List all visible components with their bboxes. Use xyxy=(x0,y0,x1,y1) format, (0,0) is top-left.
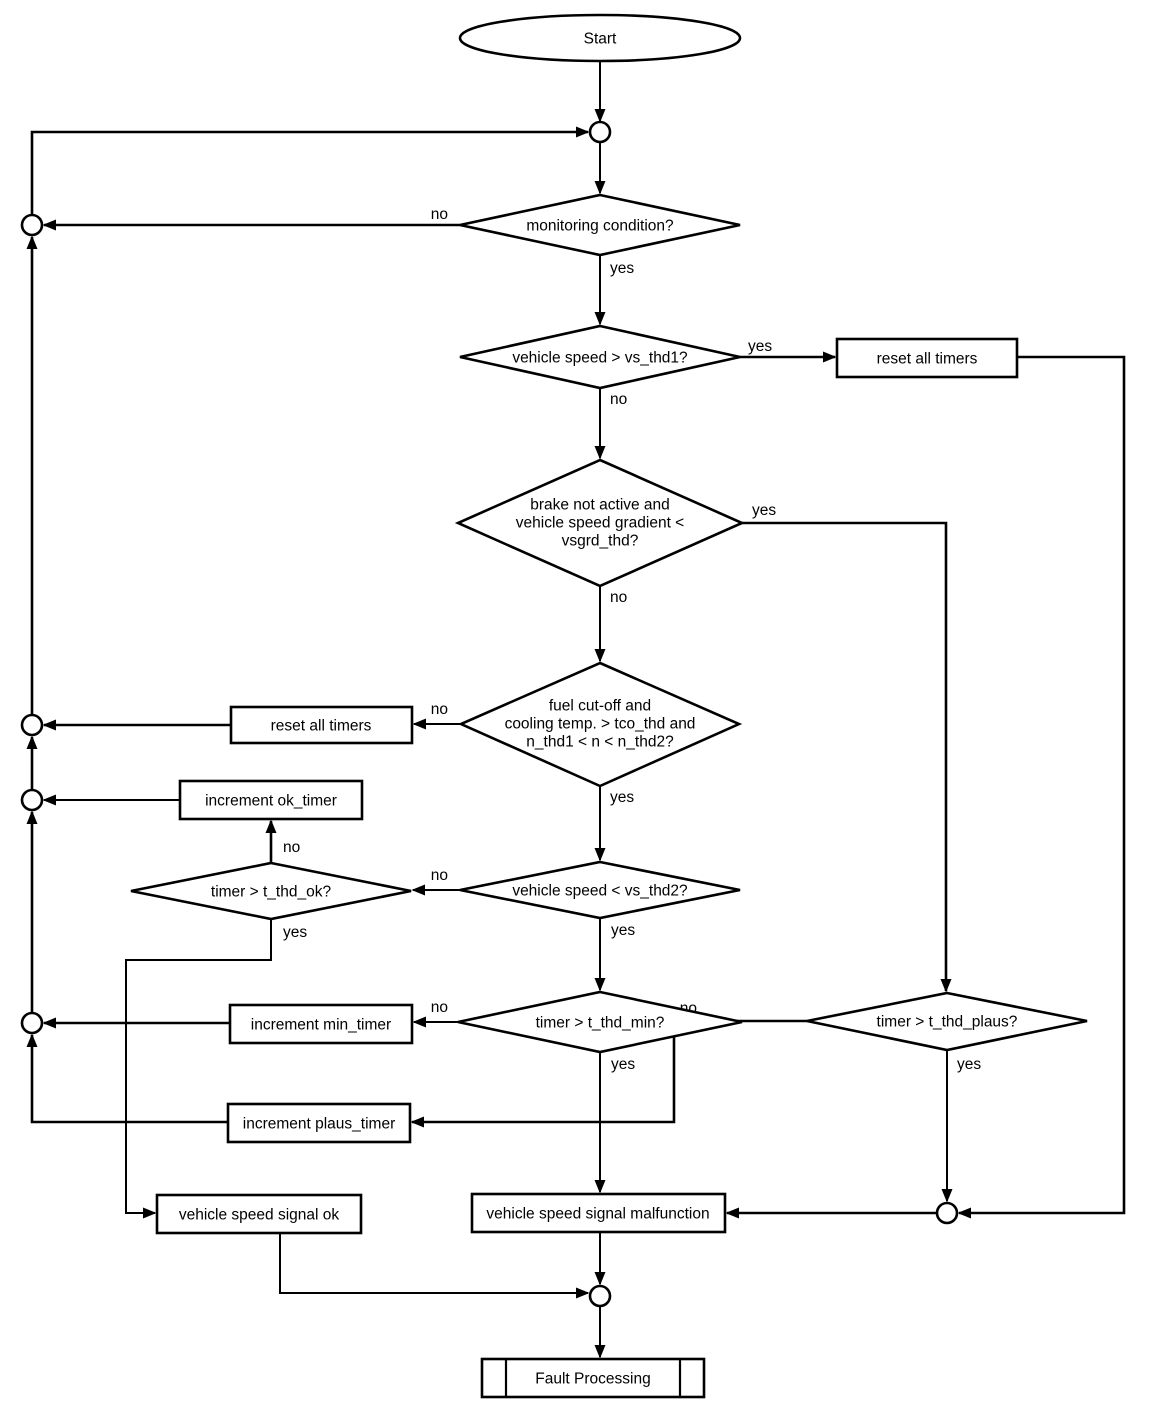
node-vehicle-speed-gt-vsthd1: vehicle speed > vs_thd1? xyxy=(459,324,741,390)
junction-right xyxy=(935,1201,959,1225)
node-vehicle-speed-signal-ok: vehicle speed signal ok xyxy=(155,1193,363,1235)
label-tthdplaus-yes: yes xyxy=(957,1056,981,1073)
inc-ok-label: increment ok_timer xyxy=(205,793,337,810)
junction-left-3 xyxy=(20,788,44,812)
fault-processing-label: Fault Processing xyxy=(535,1371,650,1388)
tthdmin-decision-shape xyxy=(457,990,743,1054)
node-increment-min-timer: increment min_timer xyxy=(228,1003,414,1045)
node-monitoring-condition: monitoring condition? xyxy=(459,193,741,257)
start-terminator-shape xyxy=(458,13,742,63)
reset-left-process-shape xyxy=(229,705,414,745)
tthdok-label: timer > t_thd_ok? xyxy=(211,884,332,901)
vsthd1-decision-shape xyxy=(459,324,741,390)
brake-label-line2: vehicle speed gradient < xyxy=(516,515,684,532)
inc-ok-process-shape xyxy=(178,779,364,821)
label-tthdok-yes: yes xyxy=(283,924,307,941)
edge-incplaus-to-junction xyxy=(26,1033,228,1124)
signal-ok-label: vehicle speed signal ok xyxy=(179,1207,340,1224)
fuel-label-line3: n_thd1 < n < n_thd2? xyxy=(526,734,674,751)
signal-malfunction-label: vehicle speed signal malfunction xyxy=(486,1206,709,1223)
junction-top xyxy=(588,120,612,144)
node-vehicle-speed-lt-vsthd2: vehicle speed < vs_thd2? xyxy=(459,860,741,920)
reset-right-label: reset all timers xyxy=(877,351,978,368)
edge-reset-right-to-junction-right xyxy=(957,355,1126,1219)
label-vsthd2-yes: yes xyxy=(611,922,635,939)
label-tthdmin-no: no xyxy=(431,999,448,1016)
label-tthdok-no: no xyxy=(283,839,300,856)
inc-min-process-shape xyxy=(228,1003,414,1045)
signal-malfunction-process-shape xyxy=(470,1192,727,1234)
fuel-label-line1: fuel cut-off and xyxy=(549,698,651,715)
signal-ok-process-shape xyxy=(155,1193,363,1235)
junction-left-2 xyxy=(20,713,44,737)
junction-left-1 xyxy=(20,213,44,237)
tthdmin-label: timer > t_thd_min? xyxy=(536,1015,665,1032)
label-vsthd2-no: no xyxy=(431,867,448,884)
node-timer-gt-tthdplaus: timer > t_thd_plaus? xyxy=(806,991,1088,1052)
node-reset-all-timers-left: reset all timers xyxy=(229,705,414,745)
reset-left-label: reset all timers xyxy=(271,718,372,735)
vsthd1-label: vehicle speed > vs_thd1? xyxy=(512,350,688,367)
label-tthdmin-yes: yes xyxy=(611,1056,635,1073)
start-label: Start xyxy=(584,31,617,48)
node-vehicle-speed-signal-malfunction: vehicle speed signal malfunction xyxy=(470,1192,727,1234)
label-brake-yes: yes xyxy=(752,502,776,519)
fault-processing-shape xyxy=(480,1357,706,1399)
junction-bottom xyxy=(588,1284,612,1308)
label-monitoring-yes: yes xyxy=(610,260,634,277)
node-fuel-cutoff: fuel cut-off and cooling temp. > tco_thd… xyxy=(457,661,743,788)
brake-label-line1: brake not active and xyxy=(530,497,670,514)
inc-plaus-label: increment plaus_timer xyxy=(243,1116,395,1133)
label-monitoring-no: no xyxy=(431,206,448,223)
node-increment-plaus-timer: increment plaus_timer xyxy=(226,1102,412,1144)
label-vsthd1-yes: yes xyxy=(748,338,772,355)
edge-brake-yes xyxy=(742,521,952,993)
inc-plaus-process-shape xyxy=(226,1102,412,1144)
tthdok-decision-shape xyxy=(130,861,412,921)
label-brake-no: no xyxy=(610,589,627,606)
edge-signalok-to-junction-bottom xyxy=(279,1233,590,1299)
edge-labels: no yes yes no yes no no yes no yes no ye… xyxy=(283,206,981,1073)
node-timer-gt-tthdmin: timer > t_thd_min? xyxy=(457,990,743,1054)
fuel-label-line2: cooling temp. > tco_thd and xyxy=(505,716,696,733)
junction-left-4 xyxy=(20,1011,44,1035)
tthdplaus-decision-shape xyxy=(806,991,1088,1052)
inc-min-label: increment min_timer xyxy=(251,1017,391,1034)
vsthd2-label: vehicle speed < vs_thd2? xyxy=(512,883,688,900)
brake-decision-shape xyxy=(454,458,746,588)
edges xyxy=(26,61,1126,1359)
tthdplaus-label: timer > t_thd_plaus? xyxy=(877,1014,1018,1031)
brake-label-line3: vsgrd_thd? xyxy=(562,533,639,550)
label-fuel-yes: yes xyxy=(610,789,634,806)
node-brake-not-active: brake not active and vehicle speed gradi… xyxy=(454,458,746,588)
node-timer-gt-tthdok: timer > t_thd_ok? xyxy=(130,861,412,921)
node-increment-ok-timer: increment ok_timer xyxy=(178,779,364,821)
monitoring-label: monitoring condition? xyxy=(526,218,674,235)
node-reset-all-timers-right: reset all timers xyxy=(835,337,1019,379)
vsthd2-decision-shape xyxy=(459,860,741,920)
reset-right-process-shape xyxy=(835,337,1019,379)
label-fuel-no: no xyxy=(431,701,448,718)
edge-left-feedback-to-junction-top xyxy=(30,126,590,215)
node-start: Start xyxy=(458,13,742,63)
fuel-decision-shape xyxy=(457,661,743,788)
monitoring-decision-shape xyxy=(459,193,741,257)
label-vsthd1-no: no xyxy=(610,391,627,408)
edge-tthdok-yes xyxy=(125,919,272,1219)
node-fault-processing: Fault Processing xyxy=(480,1357,706,1399)
